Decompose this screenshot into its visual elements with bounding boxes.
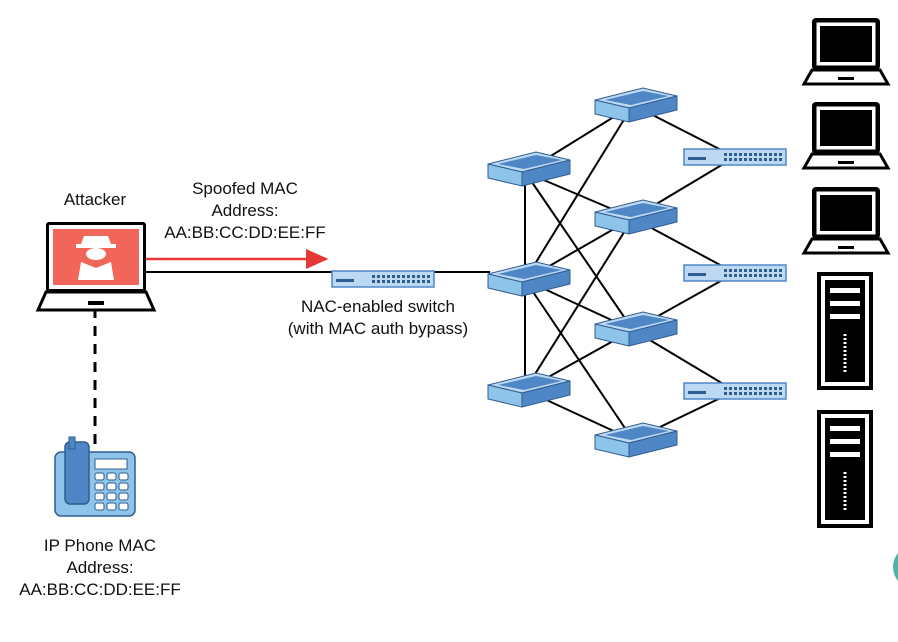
ip-phone-line-2: Address:	[66, 558, 134, 577]
server-icon	[815, 270, 875, 392]
attacker-label: Attacker	[40, 189, 150, 211]
nac-switch-icon	[331, 270, 435, 288]
ip-phone-line-3: AA:BB:CC:DD:EE:FF	[19, 580, 181, 599]
attacker-label-text: Attacker	[63, 190, 127, 209]
nac-switch-line-2: (with MAC auth bypass)	[287, 319, 469, 338]
switch-icon	[683, 382, 787, 400]
ip-phone-label: IP Phone MAC Address: AA:BB:CC:DD:EE:FF	[0, 535, 200, 601]
server-icon	[815, 408, 875, 530]
ip-phone-line-1: IP Phone MAC	[43, 536, 157, 555]
nac-switch-label: NAC-enabled switch (with MAC auth bypass…	[268, 296, 488, 340]
switch-icon	[683, 264, 787, 282]
router-icon	[594, 199, 678, 235]
spoofed-mac-line-2: Address:	[211, 201, 279, 220]
laptop-icon	[802, 100, 890, 170]
router-icon	[487, 151, 571, 187]
spoofed-mac-line-1: Spoofed MAC	[192, 179, 298, 198]
router-icon	[594, 87, 678, 123]
laptop-icon	[802, 16, 890, 86]
attacker-laptop-icon	[35, 222, 157, 312]
switch-icon	[683, 148, 787, 166]
nac-switch-line-1: NAC-enabled switch	[300, 297, 455, 316]
edge-badge-icon	[893, 553, 898, 581]
spoofed-mac-label: Spoofed MAC Address: AA:BB:CC:DD:EE:FF	[160, 178, 330, 244]
router-icon	[487, 261, 571, 297]
ip-phone-icon	[54, 436, 136, 517]
laptop-icon	[802, 185, 890, 255]
router-icon	[487, 372, 571, 408]
spoofed-mac-line-3: AA:BB:CC:DD:EE:FF	[164, 223, 326, 242]
